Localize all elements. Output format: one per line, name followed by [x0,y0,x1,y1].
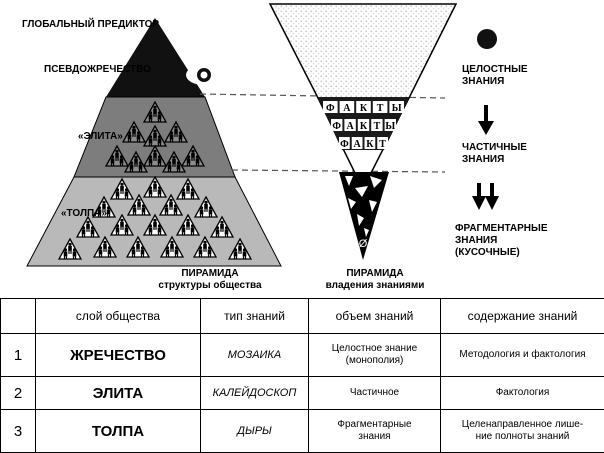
label-pseudo-priesthood: ПСЕВДОЖРЕЧЕСТВО [44,64,151,75]
fragment-shards [345,176,382,237]
brick-letter: Т [377,103,384,114]
row-volume: Целостное знание (монополия) [308,333,441,377]
row-number: 3 [0,409,36,453]
society-pyramid-caption: ПИРАМИДА структуры общества [140,268,280,292]
brick [377,137,388,149]
row-layer: ЖРЕЧЕСТВО [35,333,201,377]
label-line: ЗНАНИЯ [455,235,498,246]
brick-letter: Ф [340,139,349,150]
double-down-arrow-icon [472,183,499,210]
label-partial-knowledge: ЧАСТИЧНЫЕ ЗНАНИЯ [462,142,527,166]
society-pyramid [26,18,282,267]
row-type: КАЛЕЙДОСКОП [200,376,309,410]
brick [356,101,371,113]
brick [344,119,356,131]
cell-line: Фрагментарные [337,419,412,430]
brick-letter: К [360,103,368,114]
brick [323,101,338,113]
whole-knowledge-dot-icon [477,29,497,49]
label-line: ЗНАНИЯ [462,154,505,165]
brick [339,137,350,149]
label-line: ЧАСТИЧНЫЕ [462,142,527,153]
caption-line: ПИРАМИДА [346,268,404,279]
brick-letter: К [366,139,374,150]
brick-letter: А [354,139,362,150]
eye-icon [186,65,222,85]
zero-mark: Ø [359,238,368,250]
cell-line: Фактология [495,387,550,398]
label-line: (КУСОЧНЫЕ) [455,247,520,258]
brick [364,137,376,149]
brick [384,119,396,131]
brick-letter: К [360,121,368,132]
caption-line: структуры общества [158,280,262,291]
table-row: 3 ТОЛПА ДЫРЫ Фрагментарные знания Целена… [0,409,604,453]
row-content: Методология и фактология [440,333,604,377]
header-cell: объем знаний [308,298,441,334]
label-elite: «ЭЛИТА» [78,131,123,142]
header-cell: тип знаний [200,298,309,334]
label-crowd: «ТОЛПА» [61,208,107,219]
cell-line: Методология и фактология [459,349,586,360]
brick [389,101,404,113]
row-number: 1 [0,333,36,377]
cell-line: (монополия) [345,355,404,366]
row-volume: Частичное [308,376,441,410]
row-layer: ЭЛИТА [35,376,201,410]
caption-line: владения знаниями [325,280,425,291]
header-cell: слой общества [35,298,201,334]
table-header-row: слой общества тип знаний объем знаний со… [0,298,604,334]
brick [357,119,370,131]
brick-letter: Ф [332,121,341,132]
priesthood-tier [106,18,205,97]
cell-line: Целостное знание [331,343,418,354]
row-type: МОЗАИКА [200,333,309,377]
knowledge-layers-table: слой общества тип знаний объем знаний со… [0,298,604,453]
row-type: ДЫРЫ [200,409,309,453]
label-line: ФРАГМЕНТАРНЫЕ [455,223,548,234]
row-layer: ТОЛПА [35,409,201,453]
brick-letter: А [346,121,354,132]
cell-line: Целенаправленное лише- [461,419,584,430]
row-number: 2 [0,376,36,410]
brick [339,101,355,113]
brick-letter: Ы [392,103,402,114]
brick [371,119,383,131]
header-cell [0,298,36,334]
brick-letter: А [343,103,351,114]
cell-line: Частичное [349,387,400,398]
table-row: 1 ЖРЕЧЕСТВО МОЗАИКА Целостное знание (мо… [0,333,604,377]
down-arrow-icon [478,105,494,135]
label-line: ЦЕЛОСТНЫЕ [462,64,528,75]
brick-letter: Т [379,139,386,150]
table-row: 2 ЭЛИТА КАЛЕЙДОСКОП Частичное Фактология [0,376,604,410]
brick [372,101,388,113]
brick-letter: Ы [385,121,395,132]
whole-knowledge-tier [268,3,458,99]
brick [331,119,343,131]
label-global-predictor: ГЛОБАЛЬНЫЙ ПРЕДИКТОР [22,19,160,30]
row-volume: Фрагментарные знания [308,409,441,453]
row-content: Фактология [440,376,604,410]
row-content: Целенаправленное лише- ние полноты знани… [440,409,604,453]
label-whole-knowledge: ЦЕЛОСТНЫЕ ЗНАНИЯ [462,64,528,88]
fragmentary-knowledge-tier [339,172,389,260]
brick [351,137,363,149]
cell-line: ние полноты знаний [475,431,570,442]
brick-letter: Ф [326,103,335,114]
brick-letter: Т [374,121,381,132]
cell-line: знания [358,431,391,442]
caption-line: ПИРАМИДА [181,268,239,279]
label-line: ЗНАНИЯ [462,76,505,87]
boundary-line-lower [231,169,446,173]
header-cell: содержание знаний [440,298,604,334]
label-fragmentary-knowledge: ФРАГМЕНТАРНЫЕ ЗНАНИЯ (КУСОЧНЫЕ) [455,223,548,259]
knowledge-pyramid-caption: ПИРАМИДА владения знаниями [310,268,440,292]
